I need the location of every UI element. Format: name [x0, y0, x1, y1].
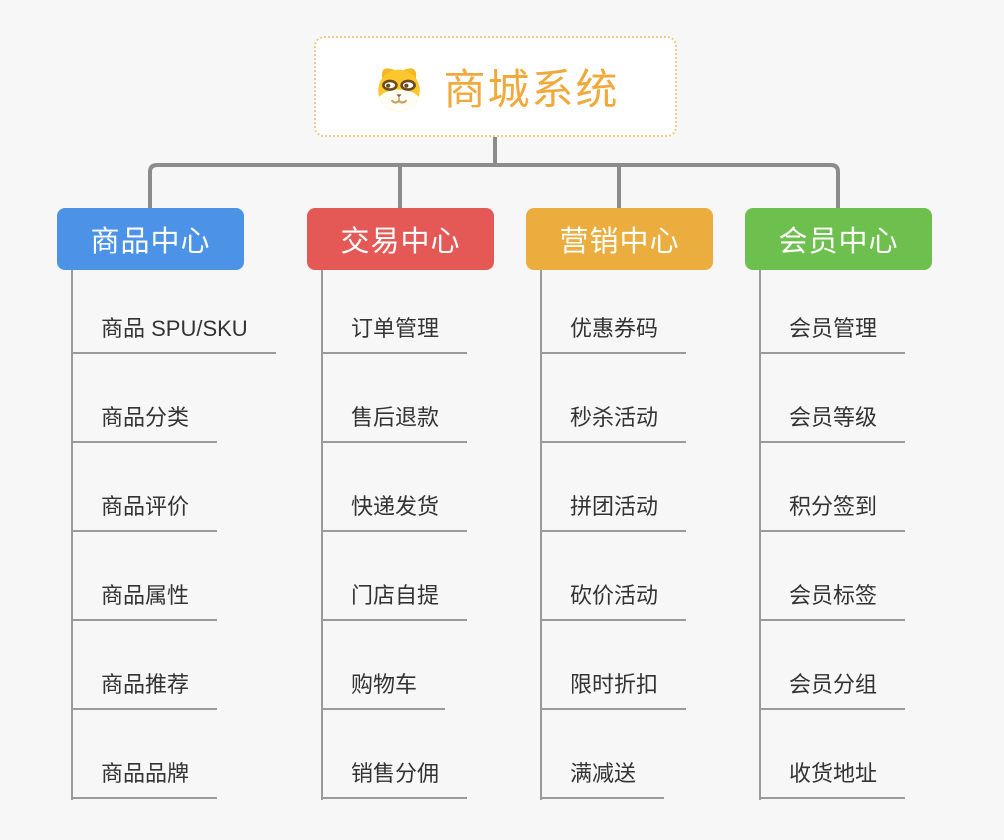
leaf-node[interactable]: 积分签到 — [759, 492, 906, 532]
leaf-node[interactable]: 拼团活动 — [540, 492, 687, 532]
leaf-node[interactable]: 砍价活动 — [540, 581, 687, 621]
branch-trunk-line-product-center — [71, 270, 73, 800]
leaf-node[interactable]: 购物车 — [321, 670, 446, 710]
leaf-node[interactable]: 会员等级 — [759, 403, 906, 443]
branch-header-marketing-center[interactable]: 营销中心 — [526, 208, 713, 270]
leaf-node[interactable]: 订单管理 — [321, 314, 468, 354]
leaf-node[interactable]: 会员标签 — [759, 581, 906, 621]
leaf-node[interactable]: 销售分佣 — [321, 759, 468, 799]
leaf-node[interactable]: 商品 SPU/SKU — [71, 314, 276, 354]
leaf-node[interactable]: 商品推荐 — [71, 670, 218, 710]
leaf-node[interactable]: 商品品牌 — [71, 759, 218, 799]
branch-trunk-line-marketing-center — [540, 270, 542, 800]
leaf-node[interactable]: 会员管理 — [759, 314, 906, 354]
branch-header-trade-center[interactable]: 交易中心 — [307, 208, 494, 270]
branch-header-product-center[interactable]: 商品中心 — [57, 208, 244, 270]
leaf-node[interactable]: 商品属性 — [71, 581, 218, 621]
leaf-node[interactable]: 售后退款 — [321, 403, 468, 443]
branch-trunk-line-trade-center — [321, 270, 323, 800]
leaf-node[interactable]: 商品分类 — [71, 403, 218, 443]
leaf-node[interactable]: 快递发货 — [321, 492, 468, 532]
leaf-node[interactable]: 会员分组 — [759, 670, 906, 710]
leaf-node[interactable]: 秒杀活动 — [540, 403, 687, 443]
branch-header-member-center[interactable]: 会员中心 — [745, 208, 932, 270]
root-title: 商城系统 — [443, 66, 620, 113]
leaf-node[interactable]: 优惠券码 — [540, 314, 687, 354]
connector-rail-line — [148, 163, 840, 209]
branch-trunk-line-member-center — [759, 270, 761, 800]
leaf-node[interactable]: 满减送 — [540, 759, 665, 799]
leaf-node[interactable]: 商品评价 — [71, 492, 218, 532]
leaf-node[interactable]: 限时折扣 — [540, 670, 687, 710]
dog-face-icon — [378, 67, 421, 111]
root-node[interactable]: 商城系统 — [314, 36, 677, 137]
leaf-node[interactable]: 门店自提 — [321, 581, 468, 621]
leaf-node[interactable]: 收货地址 — [759, 759, 906, 799]
